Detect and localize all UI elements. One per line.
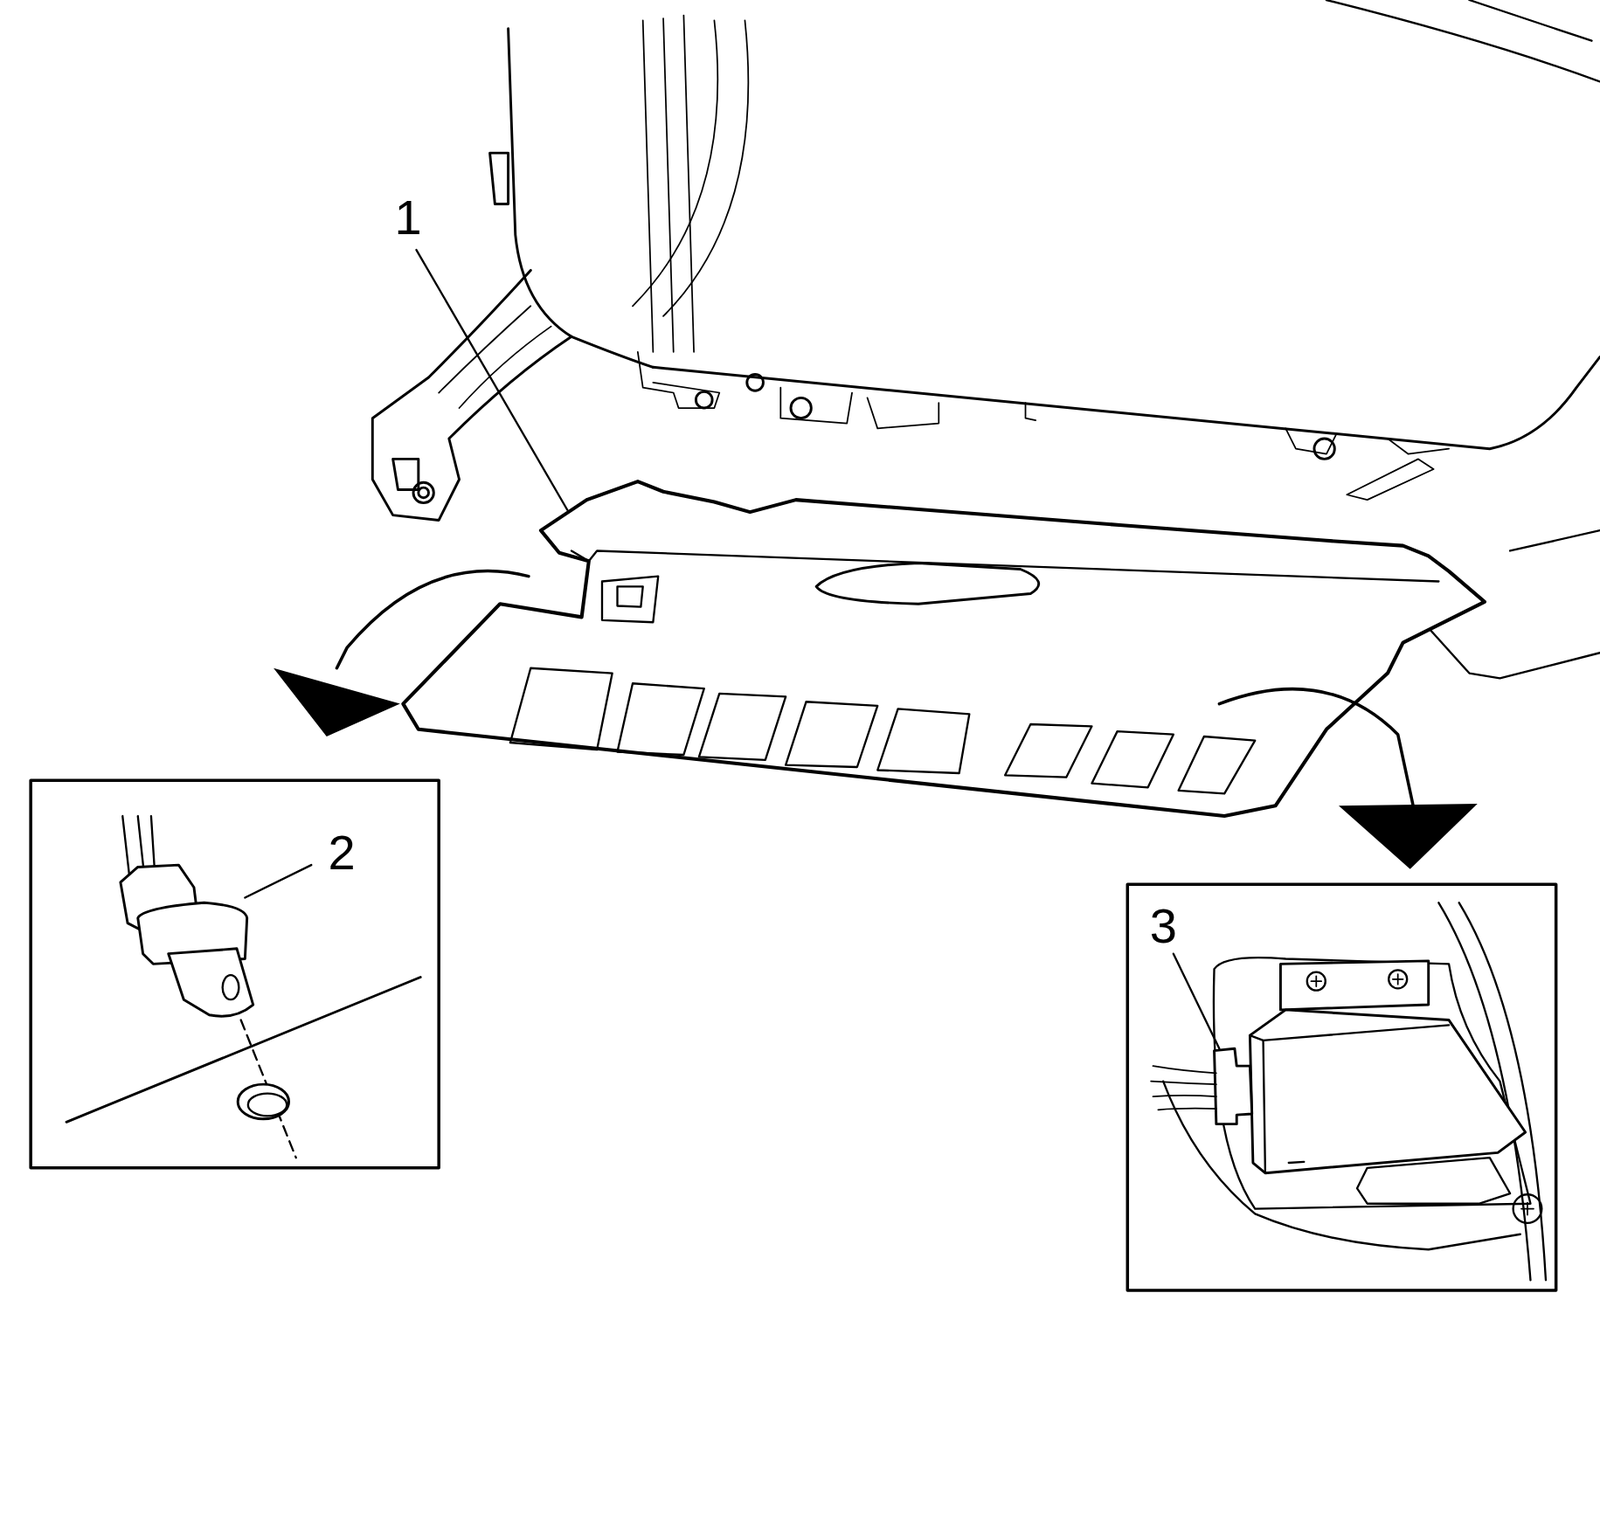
leader-line: [415, 249, 568, 511]
trim-panel: [402, 481, 1485, 817]
module-inset: [1127, 884, 1556, 1291]
callout-number: 3: [1149, 901, 1178, 951]
callout-number: 2: [328, 828, 356, 878]
lamp-inset: [30, 780, 439, 1169]
callout-number: 1: [394, 193, 423, 243]
removal-arrows: [273, 571, 1478, 870]
